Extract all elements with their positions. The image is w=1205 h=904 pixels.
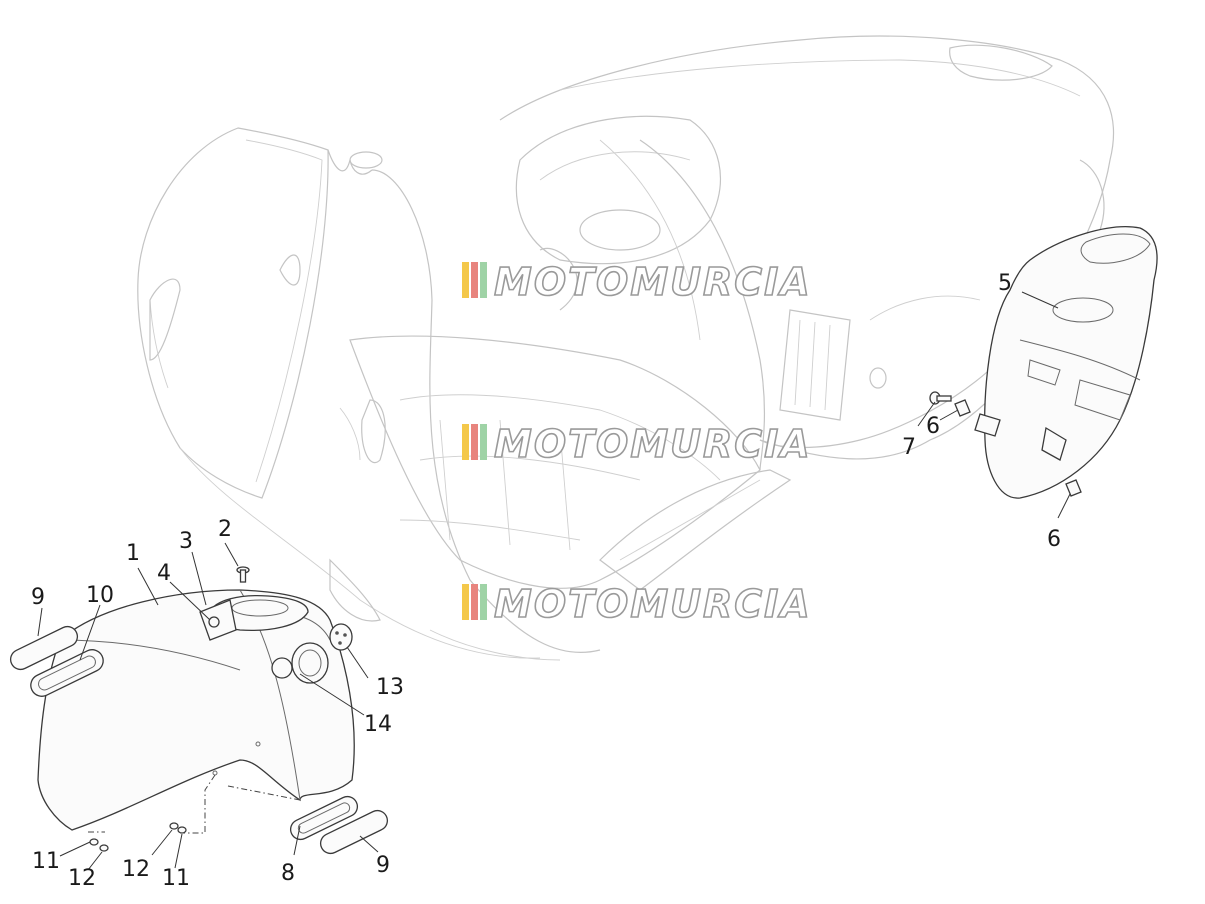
callout-12a: 12	[68, 866, 96, 891]
rear-mudguard	[974, 226, 1158, 499]
callout-9b: 9	[376, 853, 390, 878]
callout-8: 8	[281, 861, 295, 886]
callout-5: 5	[998, 271, 1012, 296]
watermark-text: MOTOMURCIA	[494, 260, 812, 304]
callout-6a: 6	[926, 414, 940, 439]
callout-6b: 6	[1047, 527, 1061, 552]
callout-11b: 11	[162, 866, 190, 891]
callout-9a: 9	[31, 585, 45, 610]
callout-1: 1	[126, 541, 140, 566]
scooter-body-ghost	[137, 35, 1115, 661]
callout-12b: 12	[122, 857, 150, 882]
callout-4: 4	[157, 561, 171, 586]
washers	[89, 822, 187, 852]
watermark-text: MOTOMURCIA	[494, 422, 812, 466]
leader-lines	[37, 291, 1071, 871]
rear-fasteners	[929, 391, 1082, 497]
callout-3: 3	[179, 529, 193, 554]
callouts: 1 2 3 4 5 6 6 7 8 9 9 10 11 11 12 12 13 …	[31, 271, 1061, 891]
front-mudguard	[37, 589, 355, 834]
callout-14: 14	[364, 712, 392, 737]
screw-2	[236, 566, 250, 583]
callout-2: 2	[218, 517, 232, 542]
side-strips	[9, 625, 389, 855]
callout-11a: 11	[32, 849, 60, 874]
callout-10: 10	[86, 583, 114, 608]
callout-7: 7	[902, 435, 916, 460]
callout-13: 13	[376, 675, 404, 700]
watermark: MOTOMURCIA MOTOMURCIA MOTOMURCIA	[462, 259, 812, 627]
watermark-text: MOTOMURCIA	[494, 582, 812, 626]
